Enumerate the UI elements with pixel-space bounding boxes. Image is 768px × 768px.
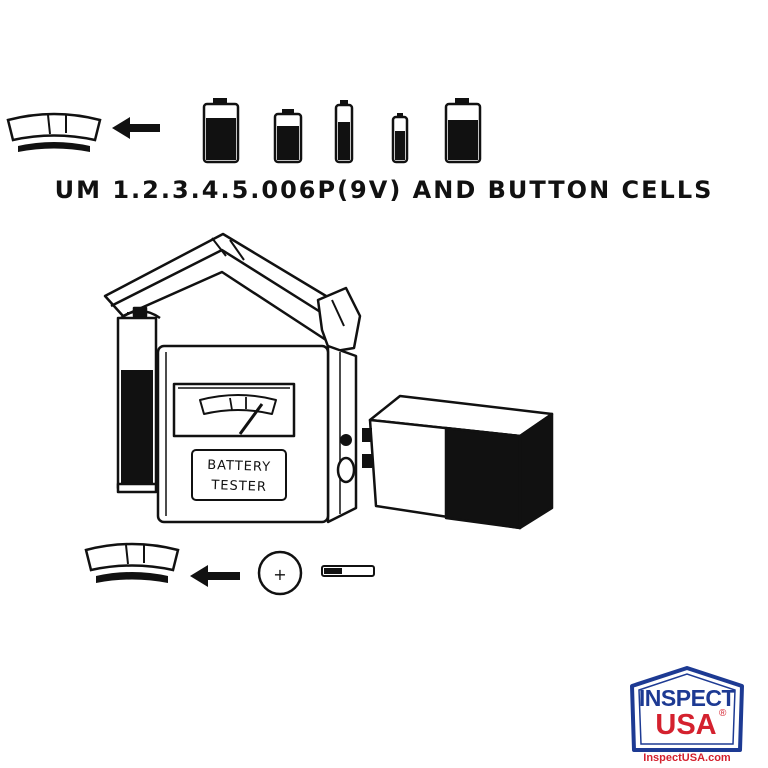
battery-um3-icon <box>334 100 354 164</box>
button-cell-flat-icon <box>321 565 375 577</box>
logo-text-inspect: INSPECT <box>639 685 736 711</box>
logo-url: InspectUSA.com <box>643 752 731 764</box>
battery-9v-icon <box>362 394 554 530</box>
bottom-meter-scale-icon <box>84 542 180 583</box>
tester-label-plate <box>191 449 287 501</box>
logo-registered-mark: ® <box>719 708 727 719</box>
battery-um4-icon <box>391 113 409 164</box>
logo-text-usa: USA <box>655 709 716 741</box>
tester-battery-aa <box>116 306 161 494</box>
button-cell-plus-symbol: + <box>273 565 286 584</box>
battery-types-caption: UM 1.2.3.4.5.006P(9V) AND BUTTON CELLS <box>54 176 714 204</box>
bottom-arrow-left-icon <box>190 565 240 587</box>
logo-shield-shape <box>630 666 744 752</box>
inspect-usa-logo: INSPECT USA ® InspectUSA.com <box>630 666 744 764</box>
top-arrow-left-icon <box>112 117 160 139</box>
tester-label-line1: BATTERY <box>207 458 271 475</box>
top-meter-scale-icon <box>6 112 102 152</box>
battery-tester-device <box>103 232 362 524</box>
battery-um5-icon <box>444 98 482 164</box>
tester-label-line2: TESTER <box>210 478 267 495</box>
tester-meter-needle <box>238 403 264 435</box>
battery-um2-icon <box>273 109 303 164</box>
battery-um1-icon <box>202 98 240 164</box>
button-cell-round-icon <box>257 550 303 596</box>
